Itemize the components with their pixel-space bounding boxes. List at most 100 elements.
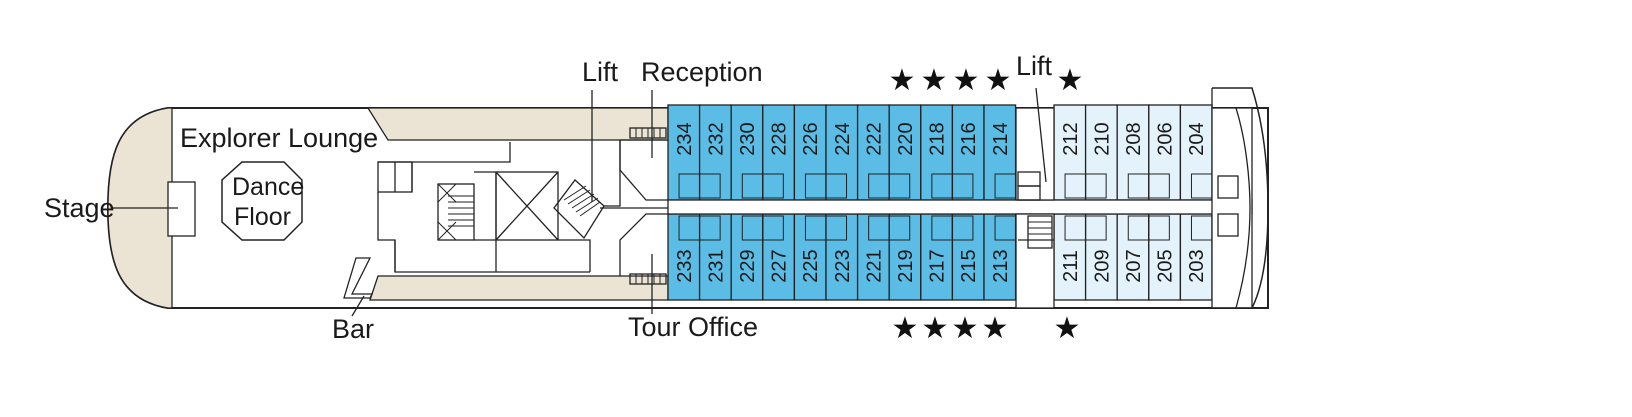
upper-beige-strip bbox=[366, 107, 669, 141]
dance-label: Dance bbox=[232, 173, 304, 201]
cabin-230: 230 bbox=[730, 104, 764, 201]
bar-leader bbox=[351, 295, 365, 317]
cabin-210: 210 bbox=[1084, 104, 1118, 201]
cabin-223: 223 bbox=[825, 213, 859, 301]
cabin-222: 222 bbox=[856, 104, 890, 201]
star-icon: ★ bbox=[1057, 63, 1084, 98]
bar-label: Bar bbox=[332, 314, 374, 344]
cabin-number: 214 bbox=[990, 122, 1012, 155]
cabin-number: 208 bbox=[1123, 122, 1145, 155]
star-icon: ★ bbox=[889, 63, 916, 98]
explorer-lounge-label: Explorer Lounge bbox=[180, 123, 378, 153]
reception-stairs bbox=[629, 127, 667, 139]
forward-lift-area bbox=[1015, 107, 1055, 309]
cabin-233: 233 bbox=[667, 213, 701, 301]
cabin-204: 204 bbox=[1179, 104, 1213, 201]
cabin-205: 205 bbox=[1148, 213, 1182, 301]
cabin-number: 210 bbox=[1091, 122, 1113, 155]
cabin-number: 218 bbox=[927, 122, 949, 155]
cabin-220: 220 bbox=[888, 104, 922, 201]
cabin-number: 217 bbox=[927, 249, 949, 282]
cabin-212: 212 bbox=[1053, 104, 1087, 201]
cabin-number: 224 bbox=[832, 122, 854, 155]
star-icon: ★ bbox=[985, 63, 1012, 98]
cabin-number: 234 bbox=[674, 122, 696, 155]
lower-beige-strip bbox=[369, 275, 669, 301]
cabin-number: 225 bbox=[800, 249, 822, 282]
cabin-229: 229 bbox=[730, 213, 764, 301]
cabin-number: 211 bbox=[1060, 250, 1082, 282]
cabin-226: 226 bbox=[793, 104, 827, 201]
star-icon: ★ bbox=[892, 311, 919, 346]
cabins-lower-light: 211 209 207 205 203 bbox=[1053, 213, 1213, 301]
cabin-213: 213 bbox=[983, 213, 1017, 301]
star-ratings: ★★★★★★★★★★ bbox=[889, 63, 1084, 346]
cabin-232: 232 bbox=[698, 104, 732, 201]
cabin-216: 216 bbox=[951, 104, 985, 201]
cabin-219: 219 bbox=[888, 213, 922, 301]
cabin-number: 233 bbox=[674, 249, 696, 282]
cabin-number: 206 bbox=[1155, 122, 1177, 155]
cabin-number: 228 bbox=[769, 122, 791, 155]
cabin-215: 215 bbox=[951, 213, 985, 301]
star-icon: ★ bbox=[952, 311, 979, 346]
floor-label: Floor bbox=[234, 203, 291, 231]
cabin-number: 203 bbox=[1186, 249, 1208, 282]
cabin-number: 223 bbox=[832, 249, 854, 282]
star-icon: ★ bbox=[1054, 311, 1081, 346]
cabin-number: 209 bbox=[1091, 249, 1113, 282]
cabin-208: 208 bbox=[1116, 104, 1150, 201]
reception-label: Reception bbox=[641, 57, 763, 87]
cabin-number: 230 bbox=[737, 122, 759, 155]
cabin-211: 211 bbox=[1053, 213, 1087, 301]
lift-label: Lift bbox=[582, 57, 619, 87]
forward-lift-label: Lift bbox=[1016, 51, 1053, 81]
cabin-231: 231 bbox=[698, 213, 732, 301]
cabin-234: 234 bbox=[667, 104, 701, 201]
forward-lift-leader bbox=[1035, 87, 1047, 183]
cabin-206: 206 bbox=[1148, 104, 1182, 201]
cabin-number: 221 bbox=[863, 249, 885, 282]
cabin-number: 229 bbox=[737, 249, 759, 282]
star-icon: ★ bbox=[922, 311, 949, 346]
dance-floor bbox=[221, 161, 303, 241]
star-icon: ★ bbox=[921, 63, 948, 98]
cabin-number: 220 bbox=[895, 122, 917, 155]
cabin-228: 228 bbox=[762, 104, 796, 201]
cabin-number: 231 bbox=[705, 249, 727, 282]
cabins-upper-light: 212 210 208 206 204 bbox=[1053, 104, 1213, 201]
cabin-number: 222 bbox=[863, 122, 885, 155]
stage-label: Stage bbox=[44, 193, 115, 223]
cabin-number: 216 bbox=[958, 122, 980, 155]
bow-structure bbox=[1211, 87, 1269, 309]
cabin-224: 224 bbox=[825, 104, 859, 201]
cabin-number: 212 bbox=[1060, 122, 1082, 155]
stage-platform bbox=[167, 181, 196, 237]
cabin-number: 205 bbox=[1155, 249, 1177, 282]
cabin-207: 207 bbox=[1116, 213, 1150, 301]
cabin-218: 218 bbox=[920, 104, 954, 201]
tour-office-stairs bbox=[629, 273, 667, 285]
central-corridor bbox=[667, 199, 1253, 215]
cabin-227: 227 bbox=[762, 213, 796, 301]
cabin-number: 213 bbox=[990, 249, 1012, 282]
cabin-number: 215 bbox=[958, 249, 980, 282]
cabin-number: 207 bbox=[1123, 249, 1145, 282]
cabin-number: 204 bbox=[1186, 122, 1208, 155]
cabin-203: 203 bbox=[1179, 213, 1213, 301]
cabin-number: 227 bbox=[769, 249, 791, 282]
cabin-225: 225 bbox=[793, 213, 827, 301]
star-icon: ★ bbox=[982, 311, 1009, 346]
cabin-209: 209 bbox=[1084, 213, 1118, 301]
tour-office-label: Tour Office bbox=[628, 312, 758, 342]
cabin-214: 214 bbox=[983, 104, 1017, 201]
cabin-221: 221 bbox=[856, 213, 890, 301]
star-icon: ★ bbox=[953, 63, 980, 98]
bar-counter bbox=[343, 257, 374, 299]
cabin-217: 217 bbox=[920, 213, 954, 301]
midship-structure bbox=[377, 139, 668, 276]
cabin-number: 232 bbox=[705, 122, 727, 155]
